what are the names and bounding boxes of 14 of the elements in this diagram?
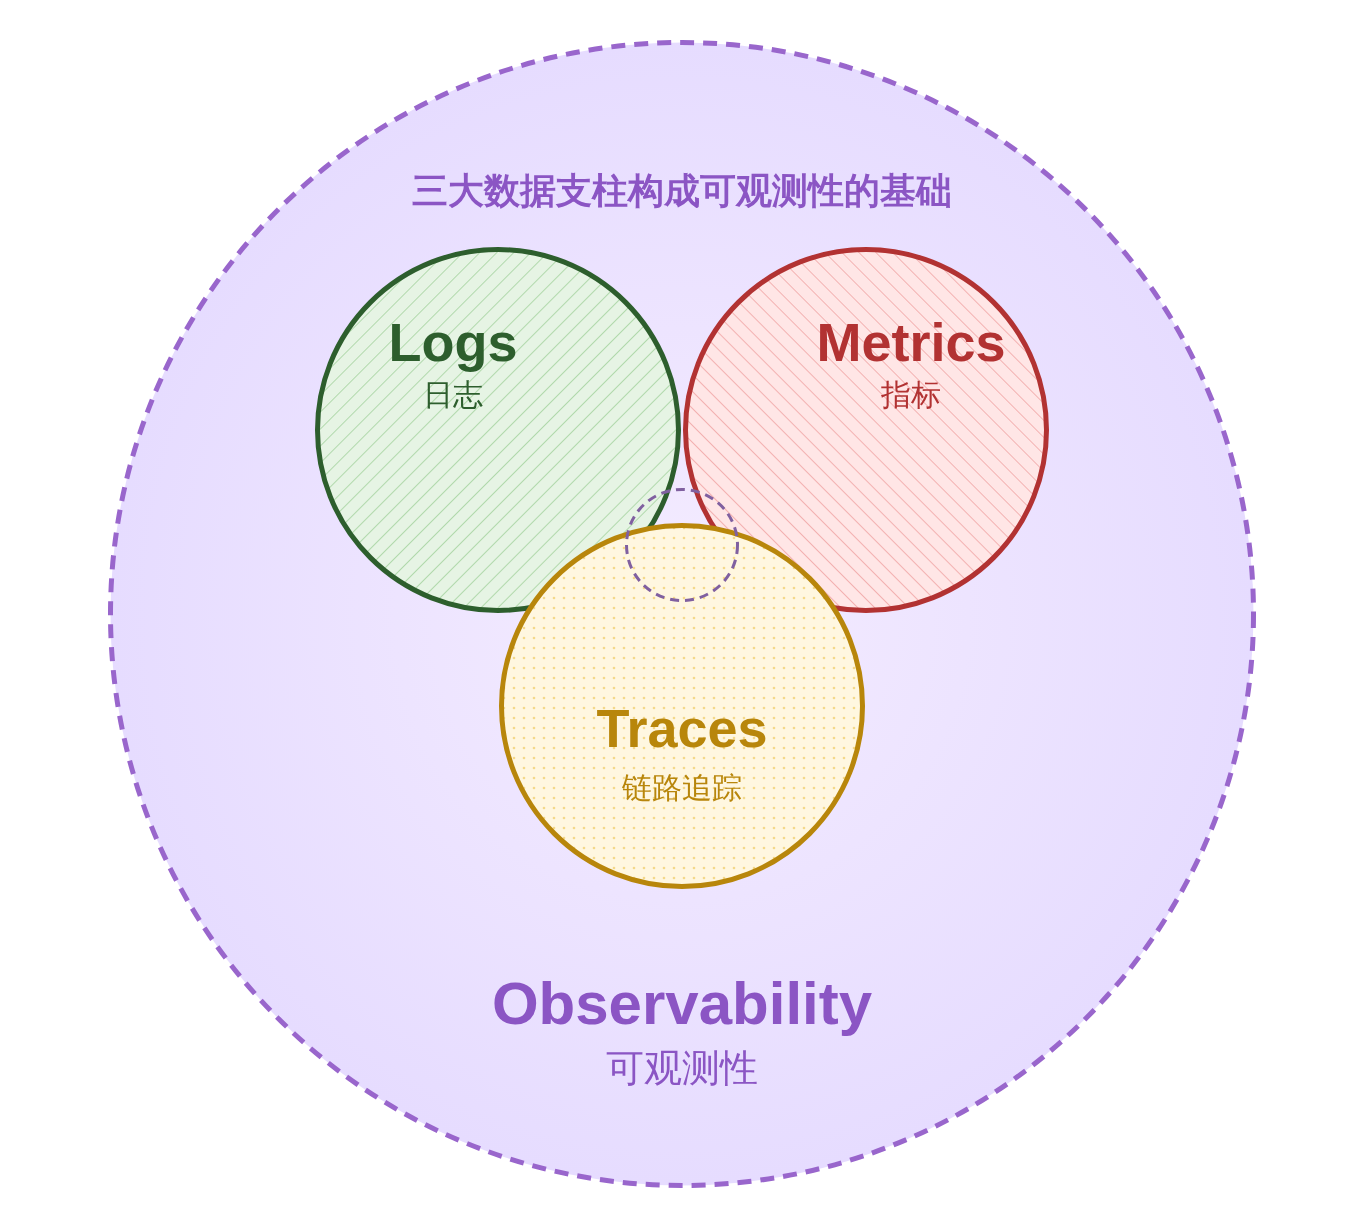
circle-subtitle: 链路追踪 (622, 770, 742, 806)
circle-subtitle: 可观测性 (606, 1046, 758, 1092)
circle-heading: Logs (388, 310, 518, 374)
circle-heading: Observability (491, 969, 873, 1039)
observability-circle (108, 40, 1256, 1188)
diagram-title: 三大数据支柱构成可观测性的基础 (412, 169, 952, 213)
circle-subtitle: 指标 (881, 377, 941, 413)
intersection-circle (625, 488, 739, 602)
logs-circle (315, 247, 681, 613)
circle-heading: Traces (596, 696, 768, 760)
circle-subtitle: 日志 (423, 377, 483, 413)
circle-heading: Metrics (816, 310, 1006, 374)
metrics-circle (683, 247, 1049, 613)
traces-circle (499, 523, 865, 889)
